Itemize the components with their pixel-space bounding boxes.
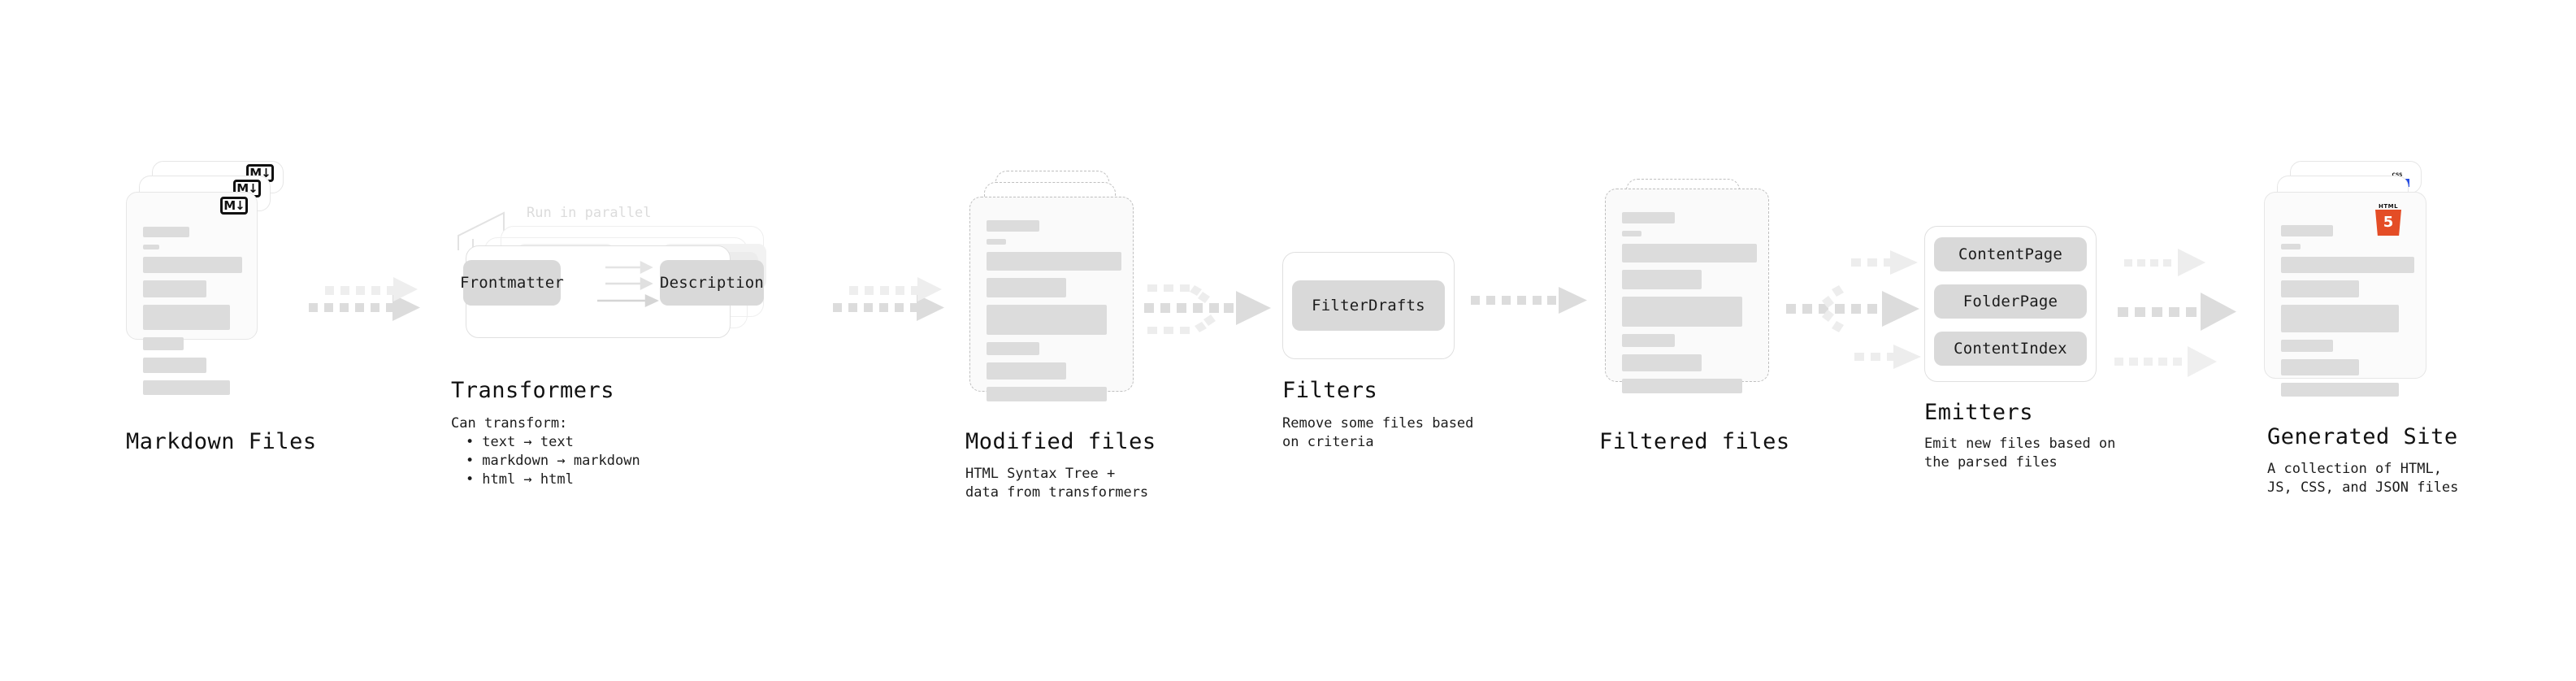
- generated-file-card-front: [2264, 192, 2426, 397]
- content-line: [2281, 244, 2301, 249]
- arrow-emitters-to-generated-site: [2114, 249, 2236, 377]
- stage-title-transformers: Transformers: [451, 378, 615, 403]
- content-line: [2281, 383, 2399, 397]
- arrow-transformers-to-modified-files: [833, 277, 944, 321]
- content-line: [2281, 225, 2333, 236]
- transformers-bullet: markdown → markdown: [466, 452, 640, 471]
- css3-icon-caption: CSS: [2385, 173, 2409, 178]
- content-line: [987, 305, 1107, 335]
- modified-file-content: [970, 197, 1133, 401]
- transformer-inner-arrows: [597, 260, 659, 307]
- run-in-parallel-label: Run in parallel: [527, 205, 652, 221]
- transformers-bullet-list: text → text markdown → markdown html → h…: [451, 433, 640, 489]
- stage-title-filtered-files: Filtered files: [1599, 429, 1790, 454]
- content-line: [1622, 270, 1702, 289]
- transformers-bullet: text → text: [466, 433, 640, 452]
- content-line: [143, 380, 230, 395]
- content-line: [2281, 305, 2399, 332]
- stage-title-generated-site: Generated Site: [2267, 424, 2458, 449]
- content-line: [143, 245, 159, 249]
- content-line: [1622, 379, 1742, 393]
- content-line: [143, 280, 206, 297]
- content-line: [987, 387, 1107, 401]
- filtered-file-card-front: [1605, 189, 1769, 393]
- emitter-chip-folderpage[interactable]: FolderPage: [1934, 284, 2087, 319]
- content-line: [2281, 257, 2414, 273]
- content-line: [987, 220, 1039, 232]
- content-line: [143, 337, 184, 350]
- content-line: [987, 362, 1066, 380]
- markdown-files-stack: M↓ M↓ M↓: [126, 161, 313, 421]
- stage-title-modified-files: Modified files: [965, 429, 1156, 454]
- arrow-filtered-files-to-emitters: [1786, 250, 1921, 369]
- stage-subtitle-emitters: Emit new files based on the parsed files: [1924, 436, 2116, 471]
- content-line: [1622, 231, 1641, 236]
- content-line: [2281, 340, 2333, 352]
- modified-files-stack: [965, 171, 1151, 439]
- stage-title-filters: Filters: [1282, 378, 1378, 403]
- transformers-list-head: Can transform:: [451, 415, 568, 432]
- emitter-chip-contentindex[interactable]: ContentIndex: [1934, 332, 2087, 366]
- content-line: [143, 358, 206, 373]
- markdown-file-card-front: [126, 192, 258, 395]
- content-line: [1622, 212, 1675, 223]
- generated-file-content: [2265, 193, 2426, 397]
- content-line: [1622, 244, 1757, 262]
- modified-file-card-front: [969, 197, 1134, 401]
- content-line: [143, 227, 189, 237]
- arrow-modified-files-to-filters: [1144, 284, 1271, 334]
- emitter-chip-contentpage[interactable]: ContentPage: [1934, 237, 2087, 271]
- content-line: [1622, 354, 1702, 371]
- transformer-chip-frontmatter[interactable]: Frontmatter: [460, 260, 564, 306]
- arrow-markdown-to-transformers: [309, 277, 420, 321]
- markdown-icon-front: M↓: [220, 197, 248, 215]
- generated-site-stack: CSS HTML: [2251, 161, 2462, 429]
- html5-shield: [2375, 210, 2401, 236]
- transformer-chip-description[interactable]: Description: [660, 260, 764, 306]
- content-line: [987, 342, 1039, 355]
- filtered-file-content: [1606, 189, 1768, 393]
- transformers-bullet: html → html: [466, 471, 640, 489]
- filter-chip-filterdrafts[interactable]: FilterDrafts: [1292, 280, 1445, 331]
- content-line: [143, 257, 242, 273]
- content-line: [987, 278, 1066, 297]
- content-line: [987, 252, 1121, 271]
- filtered-files-stack: [1597, 179, 1784, 439]
- arrow-filters-to-filtered-files: [1471, 287, 1587, 314]
- stage-title-emitters: Emitters: [1924, 400, 2034, 425]
- stage-subtitle-generated-site: A collection of HTML, JS, CSS, and JSON …: [2267, 461, 2459, 496]
- content-line: [1622, 297, 1742, 327]
- stage-subtitle-modified-files: HTML Syntax Tree + data from transformer…: [965, 466, 1149, 501]
- html5-icon: HTML: [2374, 203, 2402, 236]
- content-line: [2281, 280, 2359, 297]
- content-line: [987, 239, 1006, 245]
- content-line: [1622, 334, 1675, 347]
- content-line: [2281, 359, 2359, 375]
- stage-subtitle-filters: Remove some files based on criteria: [1282, 415, 1474, 450]
- html5-icon-caption: HTML: [2378, 203, 2399, 210]
- stage-title-markdown-files: Markdown Files: [126, 429, 317, 454]
- markdown-file-content: [127, 193, 257, 395]
- content-line: [143, 305, 230, 330]
